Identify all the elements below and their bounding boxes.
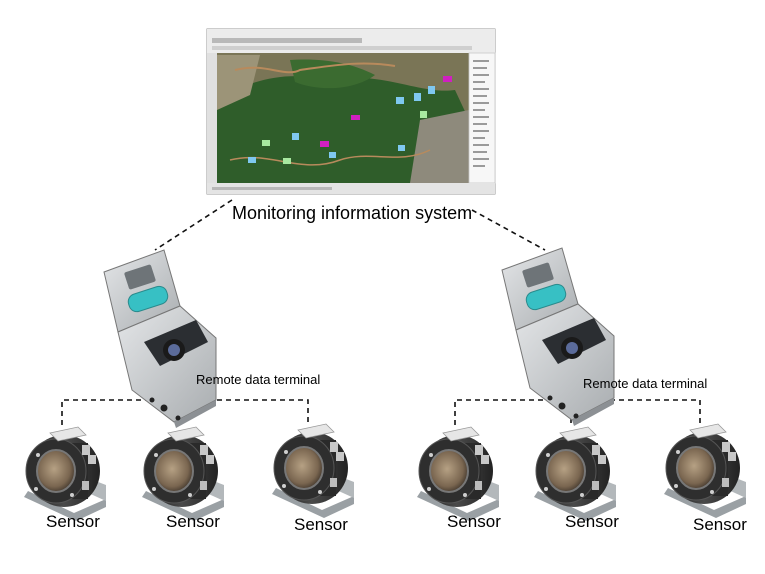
- sensor-label-3: Sensor: [294, 515, 348, 534]
- map-marker: [320, 141, 329, 147]
- terminal-label-right: Remote data terminal: [583, 376, 708, 391]
- sensor-3: [271, 423, 355, 519]
- system-label: Monitoring information system: [232, 203, 473, 223]
- map-marker: [283, 158, 291, 164]
- sensor-label-1: Sensor: [46, 512, 100, 531]
- sensor-1: [23, 426, 107, 522]
- sensor-5: [533, 426, 617, 522]
- sensor-4: [416, 426, 500, 522]
- map-marker: [398, 145, 405, 151]
- sensor-label-4: Sensor: [447, 512, 501, 531]
- map-marker: [262, 140, 270, 146]
- map-marker: [248, 157, 256, 163]
- sensor-label-5: Sensor: [565, 512, 619, 531]
- map-marker: [396, 97, 404, 104]
- map-marker: [428, 86, 435, 94]
- link-system-terminal-left: [154, 199, 233, 251]
- monitoring-screen: [206, 28, 496, 195]
- sensor-2: [141, 426, 225, 522]
- terminal-label-left: Remote data terminal: [196, 372, 321, 387]
- map-marker: [351, 115, 360, 120]
- sensor-label-2: Sensor: [166, 512, 220, 531]
- map-marker: [420, 111, 427, 118]
- map-marker: [414, 93, 421, 101]
- sensor-6: [663, 423, 747, 519]
- remote-terminal-right: [501, 247, 615, 427]
- map-marker: [329, 152, 336, 158]
- map-marker: [443, 76, 452, 82]
- link-system-terminal-right: [471, 209, 546, 251]
- map-marker: [292, 133, 299, 140]
- remote-terminal-left: [103, 249, 217, 429]
- satellite-map: [217, 53, 469, 183]
- sensor-label-6: Sensor: [693, 515, 747, 534]
